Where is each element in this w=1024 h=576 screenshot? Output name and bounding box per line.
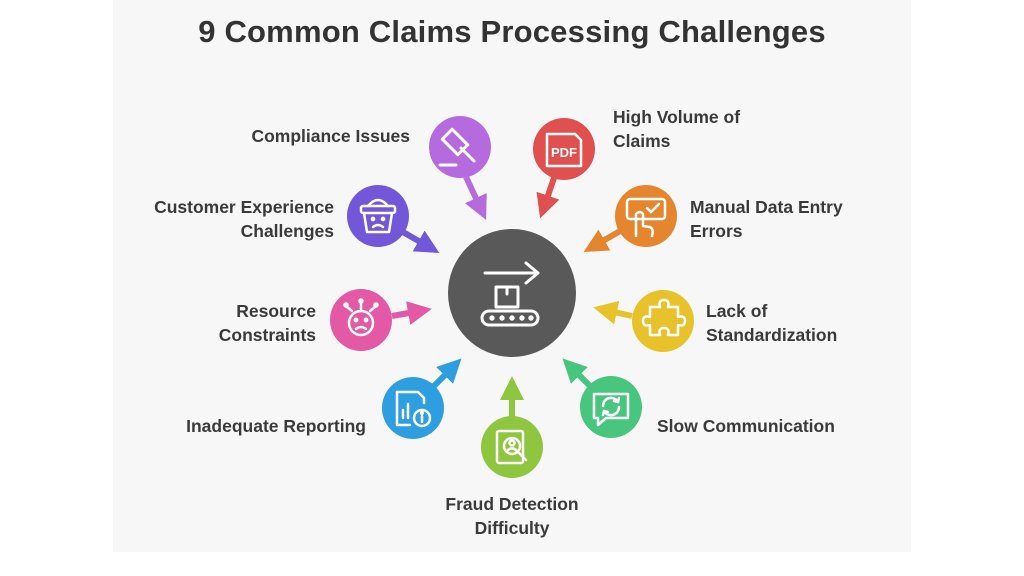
chat-refresh-icon [592,392,630,427]
arrow-inadequate-reporting [430,358,462,390]
conveyor-belt-box-arrow-icon [480,261,540,327]
node-high-volume: PDF [533,118,595,219]
arrow-manual-data-entry [583,227,624,252]
node-fraud-detection [481,376,543,478]
node-compliance-issues [429,116,491,220]
label-high-volume: High Volume of Claims [613,107,741,151]
arrow-slow-communication [562,358,594,390]
arrow-customer-experience [401,229,440,253]
center-node [448,229,576,357]
puzzle-piece-icon [641,298,687,337]
label-lack-standardization: Lack of Standardization [706,301,838,345]
touch-checkbox-icon [625,197,667,238]
unhappy-basket-icon [359,198,397,234]
node-inadequate-reporting [382,358,462,439]
fraud-search-icon [495,429,528,465]
node-lack-standardization [593,290,694,352]
gavel-icon [438,127,476,167]
node-customer-experience [347,185,440,253]
label-fraud-detection: Fraud Detection Difficulty [445,494,579,538]
arrow-compliance [463,175,487,220]
label-customer-experience: Customer Experience Challenges [154,197,334,241]
svg-text:PDF: PDF [551,145,577,160]
label-resource-constraints: Resource Constraints [218,301,316,345]
page-title: 9 Common Claims Processing Challenges [198,14,826,49]
pdf-document-icon: PDF [545,132,583,168]
stressed-face-icon [343,298,379,337]
node-resource-constraints [330,289,432,351]
label-manual-data-entry: Manual Data Entry Errors [690,197,843,241]
label-inadequate-reporting: Inadequate Reporting [186,416,366,436]
arrow-high-volume [536,177,560,219]
report-info-icon [395,390,432,428]
label-slow-communication: Slow Communication [657,416,835,436]
node-slow-communication [562,358,642,438]
arrow-lack-standardization [593,300,633,325]
label-compliance-issues: Compliance Issues [251,126,410,146]
arrow-resource-constraints [391,301,432,325]
node-manual-data-entry [583,185,677,252]
